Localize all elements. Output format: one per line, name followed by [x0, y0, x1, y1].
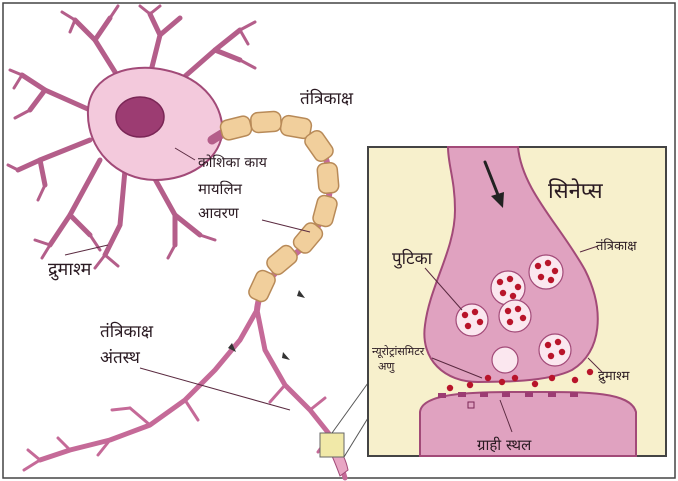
label-vesicle: पुटिका [392, 248, 433, 269]
label-dendrite-inset: द्रुमाश्म [598, 369, 630, 384]
label-myelin-line1: मायलिन [198, 180, 243, 198]
receptor-site [438, 393, 446, 398]
nucleus [116, 97, 164, 137]
synapse-inset [368, 147, 666, 456]
receptor-site [570, 392, 578, 397]
zoom-highlight-box [320, 433, 344, 457]
vesicle [499, 300, 531, 332]
label-axon-inset: तंत्रिकाक्ष [596, 238, 637, 254]
label-receptor-site: ग्राही स्थल [477, 436, 532, 454]
vesicle [539, 334, 571, 366]
receptor-site [548, 392, 556, 397]
label-synapse: सिनेप्स [548, 178, 604, 204]
receptor-site [525, 392, 533, 397]
vesicle-fusing [492, 347, 518, 373]
label-cell-body: कोशिका काय [198, 154, 268, 171]
receptor-site [502, 392, 510, 397]
label-neurotransmitter-line1: न्यूरोट्रांसमिटर [372, 345, 425, 359]
label-myelin-line2: आवरण [198, 204, 240, 222]
label-axon: तंत्रिकाक्ष [300, 88, 354, 109]
label-neurotransmitter-line2: अणु [378, 360, 395, 373]
label-axon-terminal-line2: अंतस्थ [100, 348, 141, 368]
label-dendrite: द्रुमाश्म [48, 259, 93, 280]
receptor-site [458, 392, 466, 397]
myelin-segment [317, 162, 340, 194]
receptor-site [480, 392, 488, 397]
label-axon-terminal-line1: तंत्रिकाक्ष [100, 321, 154, 342]
myelin-segment [250, 111, 281, 133]
